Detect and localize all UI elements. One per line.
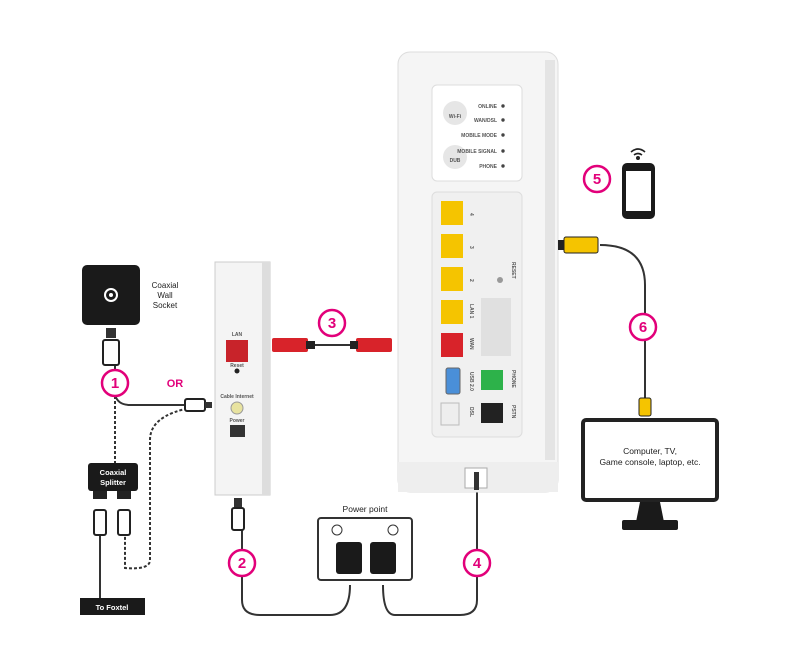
coax-plug-icon xyxy=(184,398,212,412)
port-label: 2 xyxy=(468,279,474,282)
router-power-plug xyxy=(474,472,479,490)
port-label: 4 xyxy=(468,213,474,216)
port-label: WAN xyxy=(468,338,474,350)
wall-socket-label: Socket xyxy=(153,301,178,310)
coax-cable-dashed xyxy=(124,404,213,570)
port-label: 3 xyxy=(468,246,474,249)
dub-button-label: DUB xyxy=(450,158,461,164)
modem-power-port xyxy=(230,425,245,437)
cables xyxy=(99,244,646,616)
smartphone-icon xyxy=(622,163,655,219)
cable-modem xyxy=(214,261,271,531)
modem-lan-port xyxy=(226,340,248,362)
modem-power-cable xyxy=(241,530,351,616)
coaxial-splitter xyxy=(88,463,138,536)
step-1: 1 xyxy=(111,375,119,392)
modem-lan-label: LAN xyxy=(232,332,243,338)
router-wan-port xyxy=(441,333,463,357)
port-label: PHONE xyxy=(510,370,516,388)
step-3: 3 xyxy=(328,315,336,332)
wall-socket-label: Coaxial xyxy=(152,281,179,290)
led-label: PHONE xyxy=(479,164,497,170)
ethernet-cable-red xyxy=(272,338,392,352)
modem-reset-button xyxy=(234,368,240,374)
or-label: OR xyxy=(167,378,184,390)
led-label: MOBILE SIGNAL xyxy=(457,149,497,155)
computer-label: Game console, laptop, etc. xyxy=(599,457,700,467)
foxtel-box xyxy=(80,598,145,615)
port-label: DSL xyxy=(468,407,474,417)
ethernet-cable-yellow xyxy=(558,236,652,417)
step-6: 6 xyxy=(639,319,647,336)
splitter-label: Splitter xyxy=(100,478,126,487)
wifi-icon xyxy=(630,148,646,161)
wall-socket-label: Wall xyxy=(157,291,172,300)
power-point-label: Power point xyxy=(343,504,389,514)
reset-label: RESET xyxy=(510,262,516,279)
led-label: ONLINE xyxy=(478,104,498,110)
modem-coax-port xyxy=(230,401,244,415)
router xyxy=(397,51,559,493)
ethernet-cable-6 xyxy=(599,244,646,398)
modem-reset-label: Reset xyxy=(230,363,244,369)
step-2: 2 xyxy=(238,555,246,572)
led-label: WAN/DSL xyxy=(474,118,497,124)
step-5: 5 xyxy=(593,171,601,188)
led-label: MOBILE MODE xyxy=(461,133,497,139)
power-point xyxy=(317,517,413,581)
computer-label: Computer, TV, xyxy=(623,446,677,456)
modem-cable-label: Cable Internet xyxy=(220,394,254,400)
foxtel-label: To Foxtel xyxy=(96,603,129,612)
wifi-button-label: Wi-Fi xyxy=(449,114,462,120)
modem-power-plug xyxy=(231,507,245,531)
step-4: 4 xyxy=(473,555,482,572)
router-power-cable xyxy=(382,490,478,616)
port-label: PSTN xyxy=(510,405,516,419)
modem-power-label: Power xyxy=(229,418,244,424)
step-markers xyxy=(100,164,658,578)
port-label: LAN 1 xyxy=(468,304,474,319)
port-label: USB 2.0 xyxy=(468,372,474,391)
splitter-label: Coaxial xyxy=(100,468,127,477)
computer-monitor xyxy=(581,418,719,530)
coaxial-wall-socket xyxy=(82,265,140,366)
